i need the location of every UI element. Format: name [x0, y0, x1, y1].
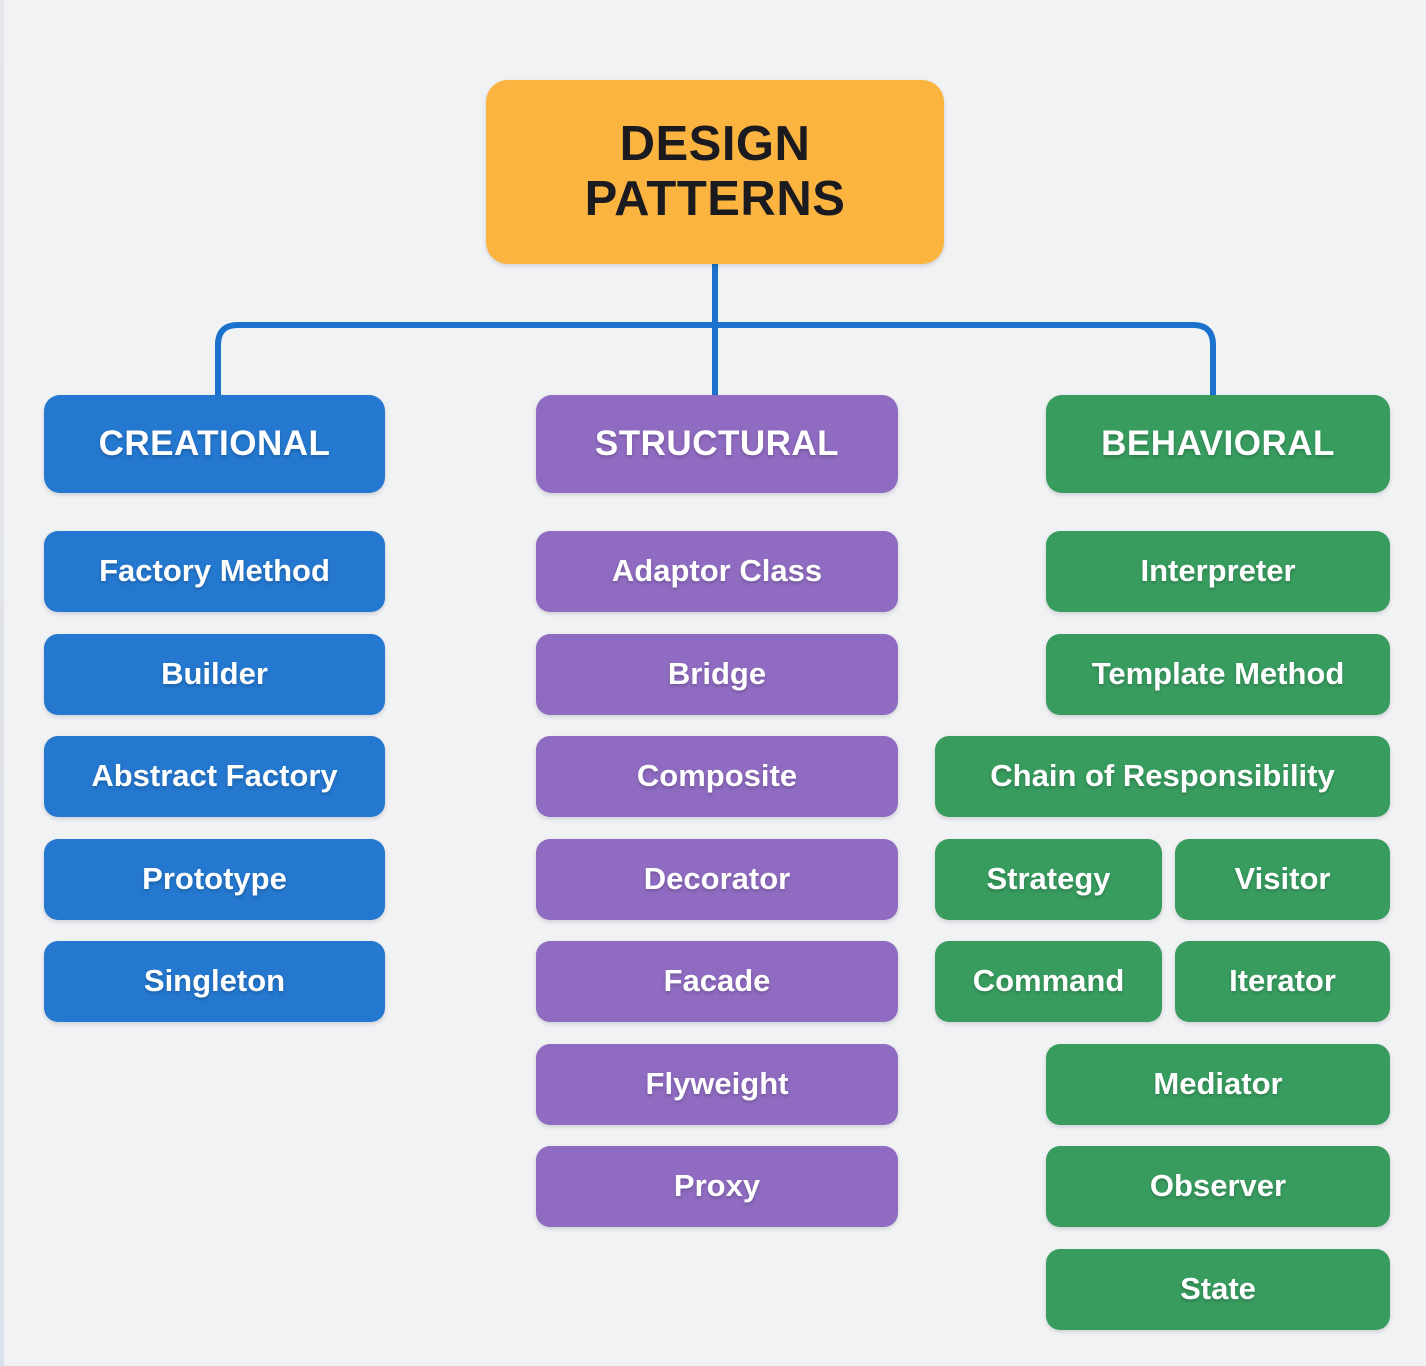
node-mediator: Mediator [1046, 1044, 1390, 1125]
node-decorator: Decorator [536, 839, 898, 920]
node-observer: Observer [1046, 1146, 1390, 1227]
node-interpreter: Interpreter [1046, 531, 1390, 612]
node-flyweight: Flyweight [536, 1044, 898, 1125]
node-builder: Builder [44, 634, 385, 715]
node-adaptor-class: Adaptor Class [536, 531, 898, 612]
root-node-label: DESIGN PATTERNS [584, 117, 846, 226]
structural-header: STRUCTURAL [536, 395, 898, 493]
node-command: Command [935, 941, 1162, 1022]
node-template-method: Template Method [1046, 634, 1390, 715]
node-visitor: Visitor [1175, 839, 1390, 920]
creational-header: CREATIONAL [44, 395, 385, 493]
node-chain-of-responsibility: Chain of Responsibility [935, 736, 1390, 817]
behavioral-header: BEHAVIORAL [1046, 395, 1390, 493]
screenshot-edge-strip [0, 0, 4, 1366]
root-node-design-patterns: DESIGN PATTERNS [486, 80, 944, 264]
node-iterator: Iterator [1175, 941, 1390, 1022]
node-abstract-factory: Abstract Factory [44, 736, 385, 817]
node-facade: Facade [536, 941, 898, 1022]
node-singleton: Singleton [44, 941, 385, 1022]
connector-branch-rail [215, 322, 1216, 396]
node-bridge: Bridge [536, 634, 898, 715]
node-factory-method: Factory Method [44, 531, 385, 612]
node-prototype: Prototype [44, 839, 385, 920]
node-proxy: Proxy [536, 1146, 898, 1227]
node-composite: Composite [536, 736, 898, 817]
node-state: State [1046, 1249, 1390, 1330]
node-strategy: Strategy [935, 839, 1162, 920]
